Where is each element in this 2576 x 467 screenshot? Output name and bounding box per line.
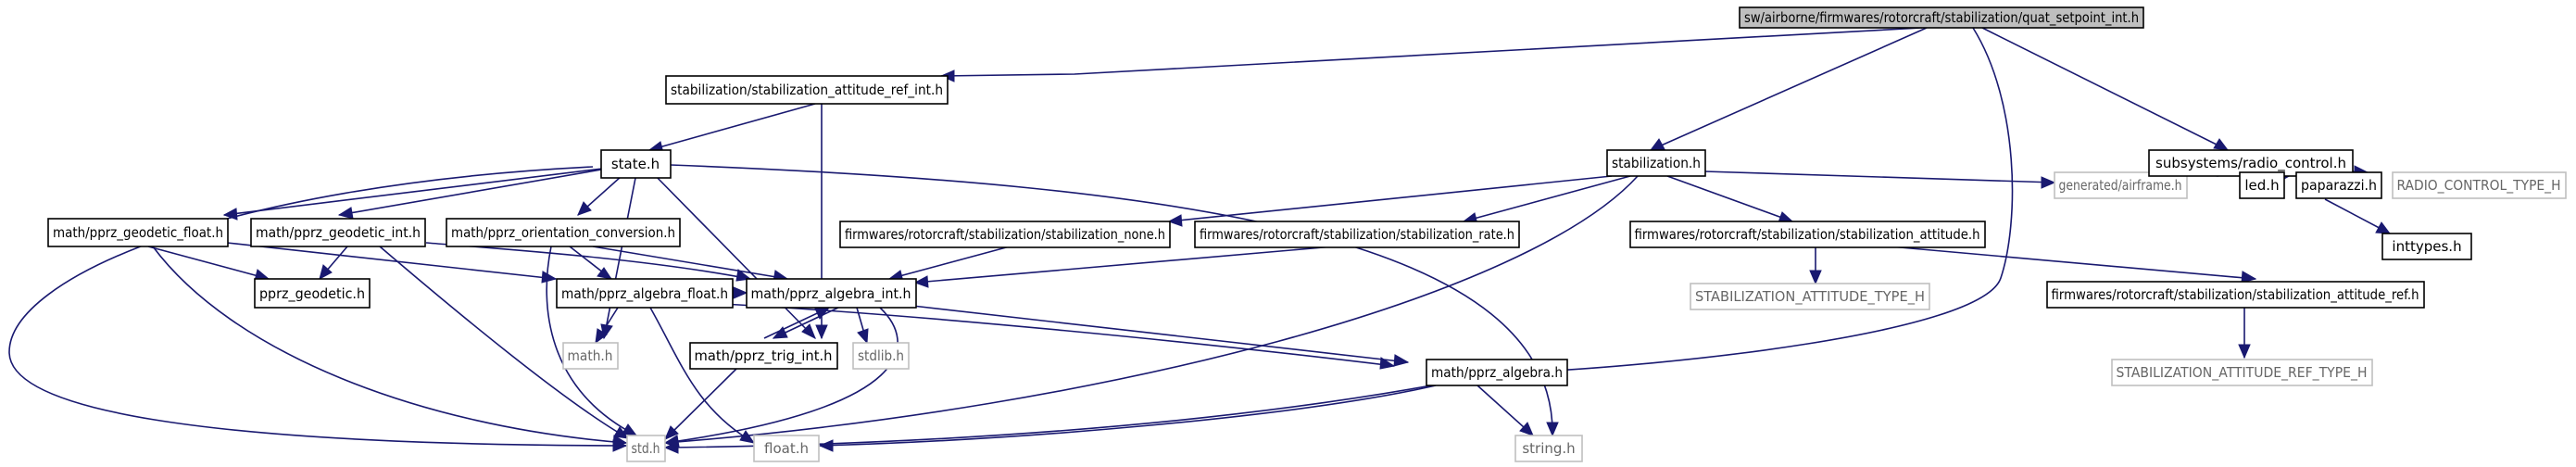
svg-text:led.h: led.h: [2244, 177, 2279, 194]
node-stabilization-attitude-ref-type-h[interactable]: STABILIZATION_ATTITUDE_REF_TYPE_H: [2111, 359, 2373, 386]
svg-text:subsystems/radio_control.h: subsystems/radio_control.h: [2155, 155, 2346, 172]
edge-trig-int-to-std: [664, 368, 737, 440]
node-pprz-algebra[interactable]: math/pprz_algebra.h: [1426, 359, 1568, 386]
node-math-h[interactable]: math.h: [562, 342, 619, 370]
svg-text:math/pprz_algebra_int.h: math/pprz_algebra_int.h: [751, 285, 911, 303]
edge-orientation-to-std: [546, 246, 638, 436]
svg-text:generated/airframe.h: generated/airframe.h: [2059, 177, 2182, 194]
node-stdlib-h[interactable]: stdlib.h: [852, 342, 910, 370]
edge-root-to-radio-control: [1981, 27, 2230, 151]
node-stabilization-attitude-type-h[interactable]: STABILIZATION_ATTITUDE_TYPE_H: [1690, 283, 1930, 310]
node-state-h[interactable]: state.h: [600, 149, 672, 179]
svg-text:float.h: float.h: [764, 440, 809, 457]
svg-text:std.h: std.h: [632, 440, 660, 457]
node-stabilization-attitude-ref-int[interactable]: stabilization/stabilization_attitude_ref…: [665, 75, 949, 105]
svg-text:stdlib.h: stdlib.h: [858, 347, 904, 364]
edge-rate-to-algebra-int: [913, 246, 1335, 288]
edge-algebra-float-to-pprz-algebra: [722, 303, 1396, 370]
edge-orientation-to-algebra-float: [569, 246, 613, 280]
svg-text:firmwares/rotorcraft/stabiliza: firmwares/rotorcraft/stabilization/stabi…: [2052, 286, 2419, 304]
node-inttypes-h[interactable]: inttypes.h: [2381, 233, 2472, 260]
edge-geodetic-int-to-pprz-geodetic: [319, 246, 348, 280]
edge-pprz-algebra-to-float: [818, 385, 1437, 452]
svg-text:pprz_geodetic.h: pprz_geodetic.h: [259, 285, 365, 303]
svg-text:inttypes.h: inttypes.h: [2392, 238, 2461, 255]
node-stabilization-h[interactable]: stabilization.h: [1606, 149, 1706, 177]
edge-geodetic-float-to-std: [152, 246, 628, 448]
svg-text:math/pprz_algebra.h: math/pprz_algebra.h: [1431, 364, 1563, 382]
edge-algebra-float-to-math: [595, 307, 619, 345]
edge-attitude-to-attitude-ref: [1889, 246, 2257, 284]
node-pprz-algebra-float[interactable]: math/pprz_algebra_float.h: [556, 278, 734, 309]
edge-algebra-int-to-stdlib: [856, 307, 869, 345]
node-paparazzi-h[interactable]: paparazzi.h: [2295, 171, 2382, 199]
edge-state-to-geodetic-float: [222, 168, 603, 221]
edge-stabilization-to-airframe: [1703, 170, 2056, 189]
edge-root-to-pprz-algebra: [1517, 27, 2014, 378]
svg-text:paparazzi.h: paparazzi.h: [2301, 177, 2377, 194]
node-stabilization-attitude-ref[interactable]: firmwares/rotorcraft/stabilization/stabi…: [2046, 281, 2425, 309]
node-std-h[interactable]: std.h: [626, 435, 666, 462]
node-string-h[interactable]: string.h: [1514, 435, 1583, 462]
svg-text:sw/airborne/firmwares/rotorcra: sw/airborne/firmwares/rotorcraft/stabili…: [1744, 9, 2139, 27]
svg-text:RADIO_CONTROL_TYPE_H: RADIO_CONTROL_TYPE_H: [2397, 177, 2561, 195]
edge-stabilization-to-std: [663, 175, 1639, 448]
edge-stabilization-to-none: [1167, 175, 1613, 227]
edge-algebra-float-to-algebra-int: [732, 286, 748, 299]
node-stabilization-rate[interactable]: firmwares/rotorcraft/stabilization/stabi…: [1194, 221, 1520, 248]
edge-algebra-int-to-pprz-algebra: [911, 305, 1410, 367]
node-pprz-geodetic-float[interactable]: math/pprz_geodetic_float.h: [47, 218, 229, 247]
svg-text:STABILIZATION_ATTITUDE_TYPE_H: STABILIZATION_ATTITUDE_TYPE_H: [1695, 288, 1925, 306]
svg-text:STABILIZATION_ATTITUDE_REF_TYP: STABILIZATION_ATTITUDE_REF_TYPE_H: [2117, 364, 2368, 382]
svg-text:math/pprz_geodetic_float.h: math/pprz_geodetic_float.h: [53, 224, 223, 242]
node-stabilization-attitude[interactable]: firmwares/rotorcraft/stabilization/stabi…: [1629, 221, 1986, 248]
svg-text:math/pprz_orientation_conversi: math/pprz_orientation_conversion.h: [451, 224, 675, 242]
svg-text:firmwares/rotorcraft/stabiliza: firmwares/rotorcraft/stabilization/stabi…: [1635, 226, 1980, 244]
svg-text:math/pprz_algebra_float.h: math/pprz_algebra_float.h: [561, 285, 728, 303]
svg-text:state.h: state.h: [611, 156, 660, 172]
edge-state-to-std: [8, 166, 628, 452]
node-radio-control-type-h[interactable]: RADIO_CONTROL_TYPE_H: [2392, 171, 2567, 199]
edge-pprz-algebra-to-string: [1476, 385, 1534, 436]
node-pprz-orientation-conversion[interactable]: math/pprz_orientation_conversion.h: [446, 218, 681, 247]
svg-text:stabilization.h: stabilization.h: [1612, 155, 1701, 171]
svg-text:math/pprz_trig_int.h: math/pprz_trig_int.h: [695, 347, 833, 365]
node-float-h[interactable]: float.h: [753, 435, 820, 462]
node-root[interactable]: sw/airborne/firmwares/rotorcraft/stabili…: [1739, 6, 2144, 29]
node-stabilization-none[interactable]: firmwares/rotorcraft/stabilization/stabi…: [839, 221, 1171, 248]
edge-geodetic-float-to-pprz-geodetic: [147, 246, 270, 282]
svg-text:firmwares/rotorcraft/stabiliza: firmwares/rotorcraft/stabilization/stabi…: [1200, 226, 1514, 244]
edge-algebra-int-to-trig-int: [772, 307, 839, 339]
edge-root-to-stabilization: [1649, 27, 1928, 151]
edge-attitude-to-type-h: [1809, 246, 1822, 285]
svg-text:math.h: math.h: [568, 347, 613, 364]
edge-paparazzi-to-inttypes: [2324, 198, 2392, 234]
svg-text:string.h: string.h: [1522, 440, 1575, 457]
edge-orientation-to-algebra-int: [592, 246, 789, 283]
edge-geodetic-float-to-algebra-float: [226, 242, 558, 284]
node-led-h[interactable]: led.h: [2239, 171, 2285, 199]
node-pprz-geodetic-int[interactable]: math/pprz_geodetic_int.h: [250, 218, 426, 247]
svg-text:firmwares/rotorcraft/stabiliza: firmwares/rotorcraft/stabilization/stabi…: [845, 226, 1165, 244]
edge-attitude-ref-to-ref-type-h: [2238, 308, 2251, 360]
edge-state-to-algebra-int: [647, 168, 816, 340]
node-pprz-algebra-int[interactable]: math/pprz_algebra_int.h: [746, 278, 917, 309]
node-pprz-geodetic[interactable]: pprz_geodetic.h: [254, 278, 371, 309]
edge-attitude-ref-int-to-state: [647, 103, 816, 154]
node-pprz-trig-int[interactable]: math/pprz_trig_int.h: [689, 342, 838, 370]
edge-algebra-float-to-float: [649, 307, 756, 444]
edge-state-to-geodetic-int: [337, 168, 608, 220]
edge-root-to-attitude-ref-int: [939, 27, 1923, 82]
svg-text:math/pprz_geodetic_int.h: math/pprz_geodetic_int.h: [256, 224, 421, 242]
svg-text:stabilization/stabilization_at: stabilization/stabilization_attitude_ref…: [671, 82, 943, 99]
edge-stabilization-to-attitude: [1666, 175, 1794, 223]
